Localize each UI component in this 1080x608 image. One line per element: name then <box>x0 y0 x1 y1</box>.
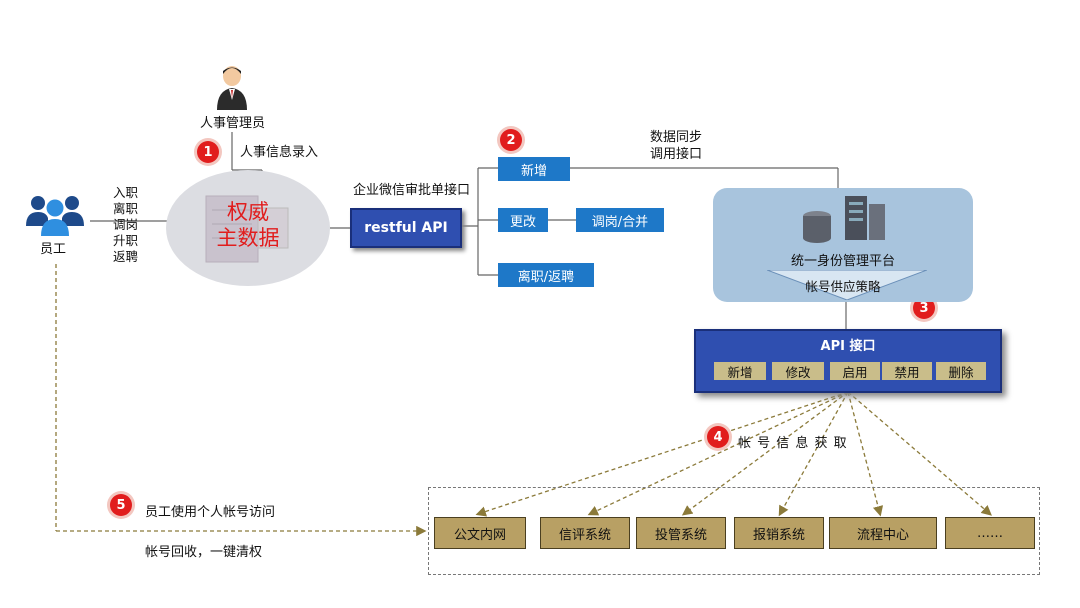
platform-title: 统一身份管理平台 <box>790 254 895 269</box>
step-2-badge: 2 <box>500 129 522 151</box>
api-interface-panel: API 接口 新增 修改 启用 禁用 删除 <box>694 329 1002 393</box>
access-label: 员工使用个人帐号访问 <box>145 505 276 520</box>
api-interface-title: API 接口 <box>820 339 876 354</box>
step-5-badge: 5 <box>110 494 132 516</box>
sync-label-line1: 数据同步 <box>650 130 703 145</box>
op-transfer-box: 调岗/合并 <box>576 208 664 232</box>
api-add-button: 新增 <box>714 362 766 380</box>
systems-container <box>428 487 1040 575</box>
hr-input-label: 人事信息录入 <box>240 145 319 160</box>
reclaim-label: 帐号回收，一键清权 <box>145 545 263 560</box>
hr-admin-label: 人事管理员 <box>200 116 266 131</box>
identity-platform-panel: 统一身份管理平台 帐号供应策略 <box>713 188 973 302</box>
employee-group-icon <box>24 194 86 236</box>
sync-label-line2: 调用接口 <box>650 147 703 162</box>
system-workflow: 流程中心 <box>829 517 937 549</box>
api-modify-button: 修改 <box>772 362 824 380</box>
restful-api-label: restful API <box>364 220 448 236</box>
system-reimbursement: 报销系统 <box>734 517 824 549</box>
policy-label: 帐号供应策略 <box>805 279 881 294</box>
database-icon <box>803 196 885 243</box>
master-data-title-line2: 主数据 <box>216 226 280 250</box>
system-doc-intranet: 公文内网 <box>434 517 526 549</box>
employee-label: 员工 <box>40 242 67 257</box>
hr-admin-avatar-icon <box>215 64 249 110</box>
op-add-box: 新增 <box>498 157 570 181</box>
step-3-badge: 3 <box>913 297 935 319</box>
api-enable-button: 启用 <box>830 362 880 380</box>
system-credit-rating: 信评系统 <box>540 517 630 549</box>
policy-funnel <box>767 270 927 300</box>
step-1-badge: 1 <box>197 141 219 163</box>
master-data-title-line1: 权威 <box>227 200 269 224</box>
employee-events: 入职 离职 调岗 升职 返聘 <box>113 185 139 264</box>
api-delete-button: 删除 <box>936 362 986 380</box>
master-data-node: 权威 主数据 <box>166 170 330 286</box>
api-disable-button: 禁用 <box>882 362 932 380</box>
system-investment: 投管系统 <box>636 517 726 549</box>
op-change-box: 更改 <box>498 208 548 232</box>
fetch-label: 帐 号 信 息 获 取 <box>738 436 848 451</box>
step-4-badge: 4 <box>707 426 729 448</box>
system-more: …… <box>945 517 1035 549</box>
restful-api-box: restful API <box>350 208 462 248</box>
approval-interface-label: 企业微信审批单接口 <box>353 183 471 198</box>
server-icon <box>205 195 289 263</box>
op-leave-box: 离职/返聘 <box>498 263 594 287</box>
